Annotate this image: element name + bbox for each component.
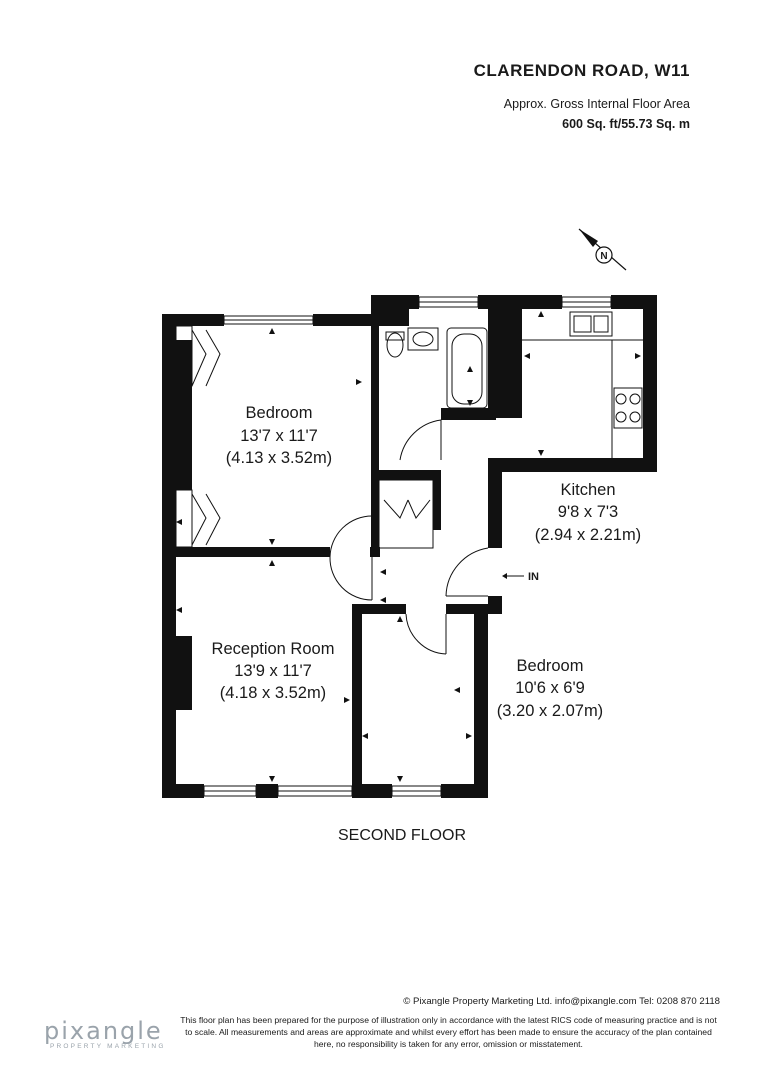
room-bedroom-2: Bedroom 10'6 x 6'9 (3.20 x 2.07m)	[497, 657, 603, 720]
room-metric: (2.94 x 2.21m)	[535, 526, 641, 544]
copyright: © Pixangle Property Marketing Ltd. info@…	[403, 996, 720, 1007]
pixangle-logo-sub: PROPERTY MARKETING	[50, 1043, 166, 1050]
area-value: 600 Sq. ft/55.73 Sq. m	[562, 117, 690, 131]
entrance-label: IN	[528, 571, 539, 583]
walls	[162, 295, 657, 798]
room-name: Kitchen	[560, 481, 615, 499]
room-reception: Reception Room 13'9 x 11'7 (4.18 x 3.52m…	[212, 640, 335, 702]
room-imperial: 10'6 x 6'9	[515, 679, 585, 697]
measure-markers	[176, 311, 641, 782]
room-name: Reception Room	[212, 640, 335, 658]
room-imperial: 13'9 x 11'7	[234, 662, 312, 680]
windows	[203, 296, 612, 797]
disclaimer: This floor plan has been prepared for th…	[180, 1015, 717, 1049]
doors	[175, 311, 643, 655]
compass-icon: N	[578, 228, 627, 271]
room-kitchen: Kitchen 9'8 x 7'3 (2.94 x 2.21m)	[535, 481, 641, 544]
room-metric: (4.18 x 3.52m)	[220, 684, 326, 702]
plan-title: CLARENDON ROAD, W11	[473, 61, 690, 80]
compass-letter: N	[600, 251, 607, 262]
room-name: Bedroom	[246, 404, 313, 422]
pixangle-logo: pixangle	[44, 1017, 163, 1045]
area-label: Approx. Gross Internal Floor Area	[503, 97, 690, 111]
room-bedroom-1: Bedroom 13'7 x 11'7 (4.13 x 3.52m)	[226, 404, 332, 467]
room-metric: (4.13 x 3.52m)	[226, 449, 332, 467]
room-metric: (3.20 x 2.07m)	[497, 702, 603, 720]
room-name: Bedroom	[517, 657, 584, 675]
room-imperial: 9'8 x 7'3	[558, 503, 618, 521]
floor-label: SECOND FLOOR	[338, 827, 466, 844]
room-imperial: 13'7 x 11'7	[240, 427, 318, 445]
